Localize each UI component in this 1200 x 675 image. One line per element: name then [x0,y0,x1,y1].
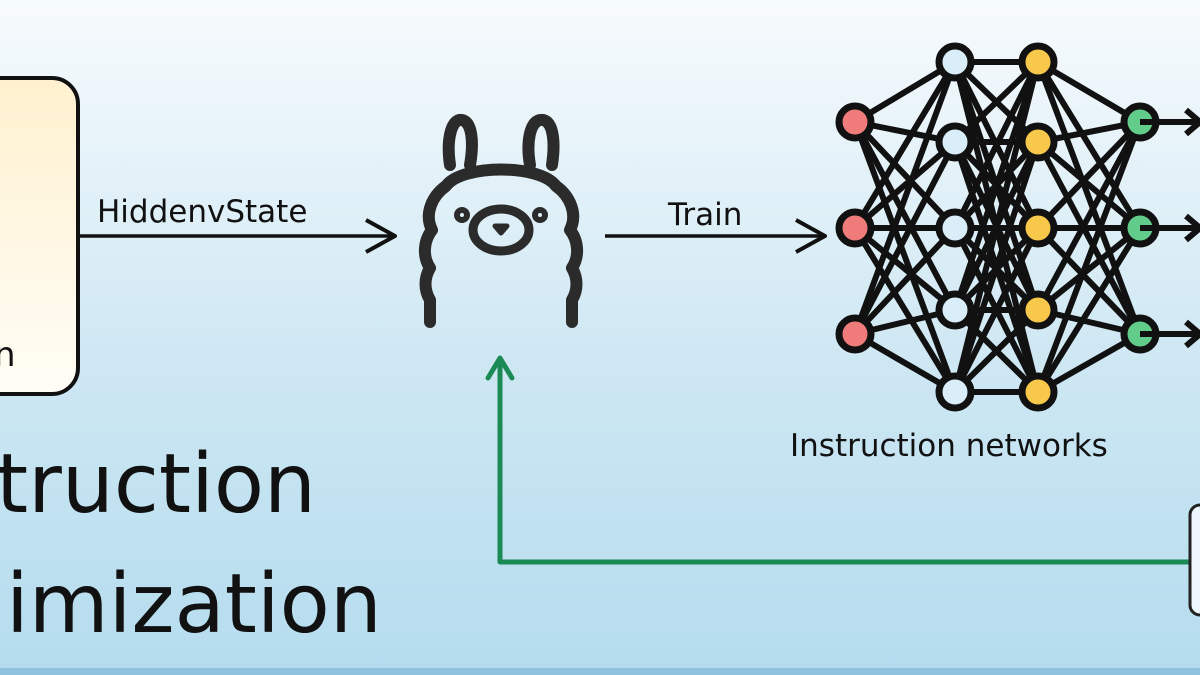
network-edge [852,119,958,313]
output-arrows [1140,107,1200,349]
network-edge [852,139,958,337]
network-node-hidden2-2 [1018,122,1058,162]
network-nodes [835,42,1160,412]
network-node-hidden2-1 [1018,42,1058,82]
llama-icon [419,114,583,328]
network-edge [1035,119,1143,231]
network-edge [1035,331,1143,395]
network-caption: Instruction networks [790,428,1108,464]
network-edge [852,59,958,231]
network-edge [952,59,1041,231]
network-node-hidden2-5 [1018,372,1058,412]
background-bottom-strip [0,668,1200,675]
network-node-hidden2-3 [1018,208,1058,248]
network-edge [852,59,958,337]
network-edge [1035,119,1143,313]
network-edge [1035,59,1143,337]
hidden-state-arrow [80,218,397,254]
title-line-1: truction [0,437,316,532]
network-edge [952,139,1041,395]
network-edge [952,59,1041,313]
network-edge [852,139,958,231]
feedback-arrow [485,355,1200,565]
input-box-text: n [0,335,16,375]
hidden-state-label: HiddenvState [97,194,307,230]
network-edge [1035,139,1143,231]
network-node-hidden1-4 [935,290,975,330]
network-edge [1035,119,1143,395]
network-edge [852,119,958,395]
network-edge [1035,225,1143,337]
network-edge [1035,139,1143,337]
network-edge [852,225,958,337]
train-arrow [605,218,827,254]
network-edge [952,59,1041,395]
network-node-input-2 [835,208,875,248]
network-node-hidden2-4 [1018,290,1058,330]
feedback-source-box [1188,503,1200,617]
network-edge [1035,59,1143,231]
network-edge [852,119,958,231]
train-label: Train [667,197,742,233]
title-line-2: imization [6,557,382,652]
network-node-input-3 [835,314,875,354]
network-node-hidden1-2 [935,122,975,162]
network-edge [1035,225,1143,313]
network-edge [1035,59,1143,125]
network-node-hidden1-3 [935,208,975,248]
network-edge [1035,225,1143,395]
network-node-input-1 [835,102,875,142]
network-edge [952,225,1041,395]
network-node-hidden1-1 [935,42,975,82]
input-box: n [0,76,80,396]
network-node-hidden1-5 [935,372,975,412]
network-edge [852,225,958,313]
neural-network-icon [835,42,1200,412]
network-edge [852,225,958,395]
